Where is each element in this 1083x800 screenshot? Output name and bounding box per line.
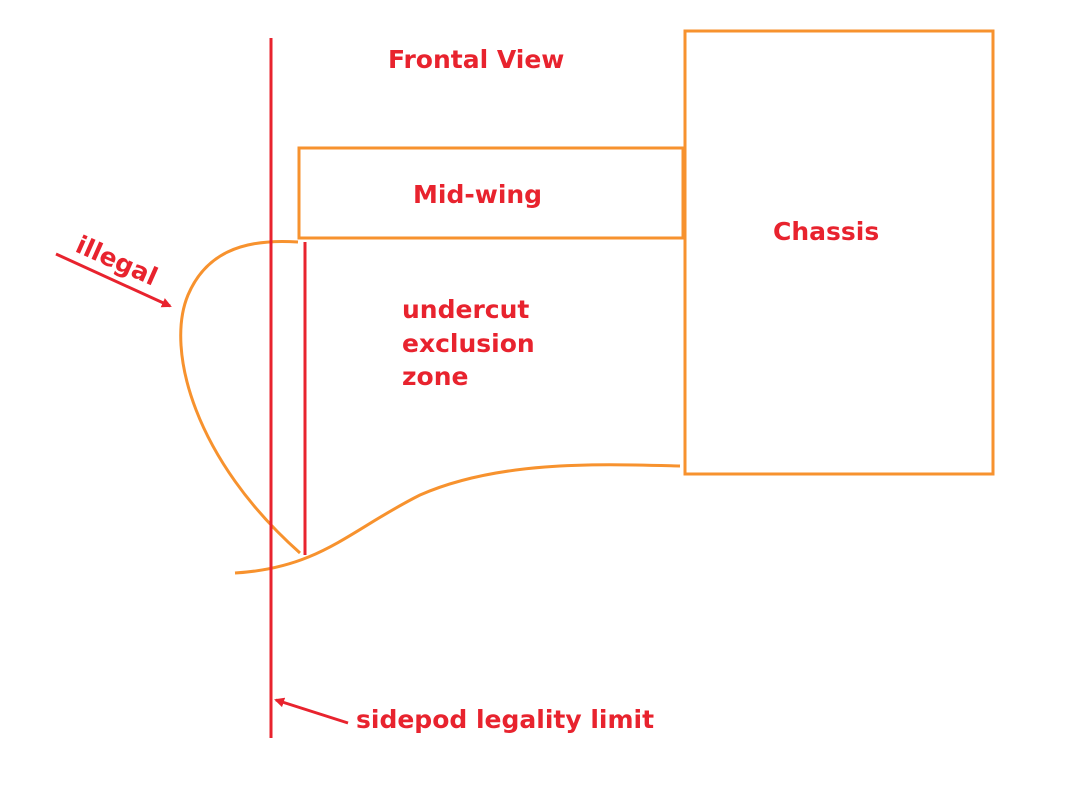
illegal-sidepod-contour xyxy=(179,239,301,555)
limit-arrow xyxy=(274,697,349,725)
chassis-label: Chassis xyxy=(773,217,879,246)
zone-label-line3: zone xyxy=(402,362,468,391)
illegal-arrow xyxy=(55,252,172,308)
mid-wing-label: Mid-wing xyxy=(413,180,542,209)
diagram-title: Frontal View xyxy=(388,45,564,74)
chassis-box xyxy=(683,29,995,476)
limit-label: sidepod legality limit xyxy=(356,705,654,734)
zone-label-line1: undercut xyxy=(402,295,529,324)
sidepod-floor-curve xyxy=(234,463,681,575)
mid-wing-box xyxy=(297,146,685,240)
zone-label-line2: exclusion xyxy=(402,329,535,358)
